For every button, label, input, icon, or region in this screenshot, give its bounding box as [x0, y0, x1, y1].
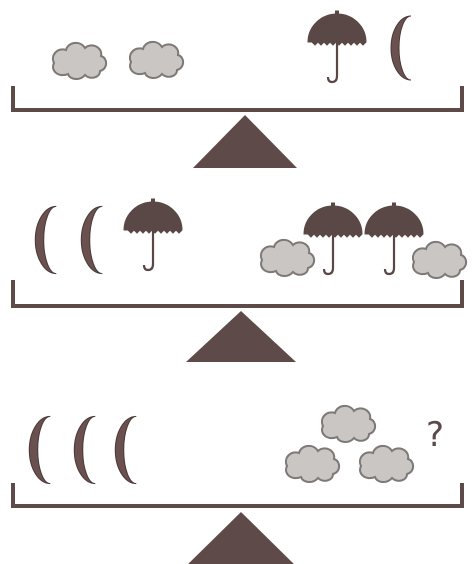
scale-3-fulcrum	[188, 512, 294, 564]
scale-1-beam	[11, 86, 464, 112]
moon-icon	[80, 205, 103, 275]
cloud-icon	[284, 444, 341, 484]
scale-1-left-pan	[51, 40, 185, 81]
scale-1-fulcrum	[193, 115, 297, 168]
scale-2-fulcrum	[186, 311, 296, 362]
scale-3-left-pan	[28, 415, 137, 485]
moon-icon	[390, 15, 412, 81]
scale-1-right-pan	[306, 9, 412, 84]
scale-3	[11, 404, 464, 564]
scale-2-beam	[11, 280, 464, 308]
scale-2-left-pan	[34, 197, 184, 275]
scale-2-right-pan	[259, 201, 468, 280]
moon-icon	[34, 205, 57, 275]
scale-2	[11, 197, 468, 362]
cloud-icon	[128, 40, 185, 80]
cloud-icon	[411, 240, 468, 280]
moon-icon	[114, 415, 137, 485]
cloud-icon	[320, 404, 377, 444]
scale-3-right-pan	[284, 404, 415, 484]
scale-3-beam	[11, 483, 464, 508]
cloud-icon	[358, 444, 415, 484]
moon-icon	[28, 415, 51, 485]
umbrella-icon	[306, 9, 368, 84]
umbrella-icon	[122, 197, 184, 272]
cloud-icon	[259, 238, 316, 278]
scale-1	[11, 9, 464, 168]
unknown-question-mark: ?	[426, 415, 445, 455]
moon-icon	[73, 415, 96, 485]
cloud-icon	[51, 41, 108, 81]
